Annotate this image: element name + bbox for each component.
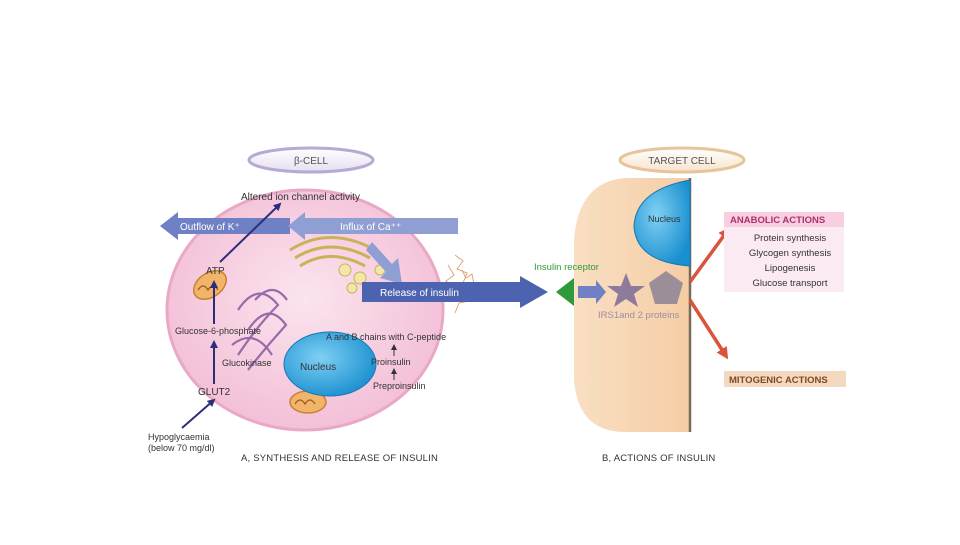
atp-to-ion-arrow [219,202,282,263]
glut2-label: GLUT2 [198,387,231,398]
beta-cell-title: β-CELL [294,156,329,167]
endoplasmic-reticulum [231,288,288,371]
beta-cell-title-pill: β-CELL [247,146,375,174]
proinsulin-label: Proinsulin [371,357,411,367]
influx-to-release-arrow [366,242,402,284]
mitogenic-arrow [688,299,729,360]
hypo-to-glut2-arrow [181,398,216,429]
receptor-shape [556,278,574,306]
target-nucleus-label: Nucleus [648,214,681,224]
ion-channel-label: Altered ion channel activity [241,192,360,203]
beta-nucleus [283,331,377,397]
hypo-line2: (below 70 mg/dl) [148,443,215,453]
anabolic-item: Protein synthesis [754,233,827,244]
caption-a: A, SYNTHESIS AND RELEASE OF INSULIN [241,453,438,464]
release-insulin-arrow: Release of insulin [362,276,548,308]
irs-label: IRS1and 2 proteins [598,310,680,321]
mitochondrion-bottom [289,390,327,414]
mitogenic-box: MITOGENIC ACTIONS [724,371,846,387]
outflow-k-label: Outflow of K⁺ [180,222,240,233]
influx-ca-label: Influx of Ca⁺⁺ [340,222,401,233]
target-cell: Nucleus [574,178,692,432]
irs-star [607,273,645,307]
anabolic-item: Lipogenesis [765,263,816,274]
target-nucleus [633,179,691,267]
outflow-k-arrow: Outflow of K⁺ [160,212,290,240]
chains-label: A and B chains with C-peptide [326,332,446,342]
glucokinase-label: Glucokinase [222,358,272,368]
release-insulin-label: Release of insulin [380,288,459,299]
g6p-label: Glucose-6-phosphate [175,326,261,336]
hypo-line1: Hypoglycaemia [148,432,210,442]
anabolic-arrow [688,226,731,284]
anabolic-box: ANABOLIC ACTIONS Protein synthesis Glyco… [724,212,844,292]
anabolic-item: Glycogen synthesis [749,248,832,259]
preproinsulin-label: Preproinsulin [373,381,426,391]
influx-ca-arrow: Influx of Ca⁺⁺ [288,212,458,240]
golgi-apparatus [289,236,376,268]
receptor-label: Insulin receptor [534,262,599,273]
target-cell-title: TARGET CELL [648,156,716,167]
receptor-to-irs-arrow [578,280,606,304]
anabolic-title: ANABOLIC ACTIONS [730,215,825,226]
mitogenic-title: MITOGENIC ACTIONS [729,375,828,386]
caption-b: B, ACTIONS OF INSULIN [602,453,715,464]
beta-nucleus-label: Nucleus [300,362,336,373]
anabolic-item: Glucose transport [753,278,828,289]
target-cell-title-pill: TARGET CELL [618,146,746,174]
irs-pentagon [649,271,683,304]
atp-label: ATP [206,266,225,277]
